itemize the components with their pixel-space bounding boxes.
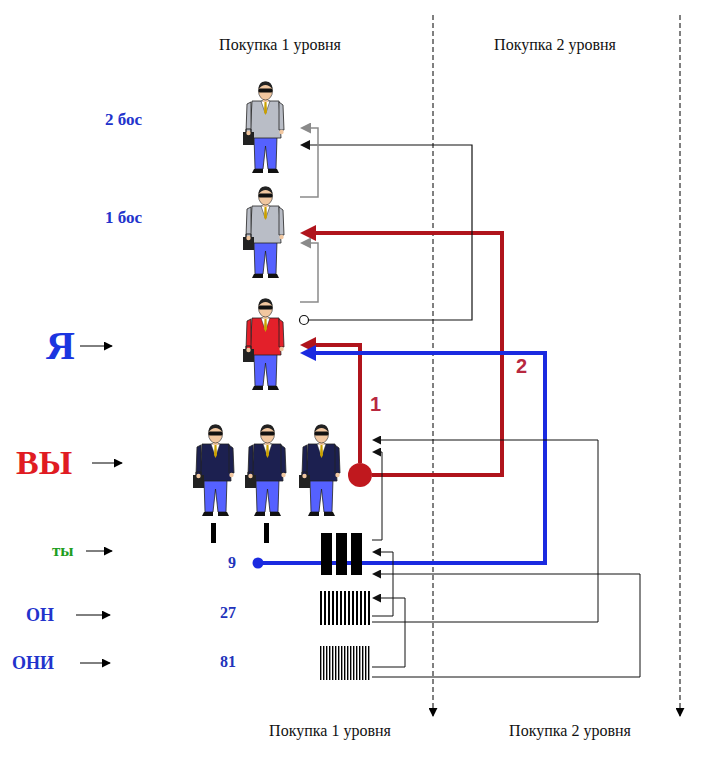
start-circle xyxy=(300,316,309,325)
level-divider xyxy=(433,15,434,716)
callout-number: 1 xyxy=(370,393,381,416)
boss-figure xyxy=(243,81,284,173)
role-label: 2 бос xyxy=(105,110,142,130)
level-heading: Покупка 1 уровня xyxy=(219,36,341,54)
level-heading: Покупка 2 уровня xyxy=(494,36,616,54)
flow-arrow xyxy=(300,243,318,302)
thick-bar xyxy=(321,533,332,575)
flow-arrow xyxy=(308,353,545,563)
role-label: ОН xyxy=(26,605,54,626)
flow-arrow xyxy=(308,345,360,463)
boss-figure: 2 бос xyxy=(240,80,300,175)
pointer-arrow xyxy=(76,615,110,616)
role-label: ВЫ xyxy=(16,443,72,482)
pointer-arrow xyxy=(80,663,110,664)
start-dot xyxy=(348,463,372,487)
role-label: Я xyxy=(46,323,75,369)
start-dot xyxy=(253,558,264,569)
role-label: ты xyxy=(52,541,74,561)
count-number: 9 xyxy=(228,554,236,572)
pointer-arrow xyxy=(92,463,122,464)
tick-bar xyxy=(264,523,269,543)
bar-group xyxy=(320,591,370,625)
level-divider xyxy=(680,15,681,716)
partner-group: ВЫ xyxy=(190,423,372,518)
thick-bar xyxy=(351,533,362,575)
flow-arrow xyxy=(372,574,640,677)
flow-arrow xyxy=(300,145,472,320)
self-figure xyxy=(243,298,284,390)
count-number: 27 xyxy=(220,604,236,622)
partner-figure xyxy=(299,424,340,516)
thick-bar xyxy=(336,533,347,575)
pointer-arrow xyxy=(86,551,112,552)
bar-row: ОН27 xyxy=(222,590,372,630)
bar-group xyxy=(320,646,370,680)
boss-figure: 1 бос xyxy=(240,185,300,280)
flow-arrow xyxy=(372,598,405,667)
role-label: 1 бос xyxy=(105,208,142,228)
tick-bar xyxy=(211,523,216,543)
self-figure: Я xyxy=(240,297,300,392)
bar-row: ОНИ81 xyxy=(222,645,372,685)
level-heading: Покупка 1 уровня xyxy=(269,722,391,740)
boss-figure xyxy=(243,186,284,278)
callout-number: 2 xyxy=(516,355,527,378)
pointer-arrow xyxy=(80,346,112,347)
bar-row: ты9 xyxy=(222,530,372,578)
level-heading: Покупка 2 уровня xyxy=(509,722,631,740)
flow-arrow xyxy=(372,440,598,622)
role-label: ОНИ xyxy=(12,653,54,674)
flow-arrow xyxy=(372,452,382,540)
partner-figure xyxy=(193,424,234,516)
partner-figure xyxy=(245,424,286,516)
flow-arrow xyxy=(300,128,318,197)
count-number: 81 xyxy=(220,653,236,671)
flow-arrow xyxy=(372,552,393,616)
